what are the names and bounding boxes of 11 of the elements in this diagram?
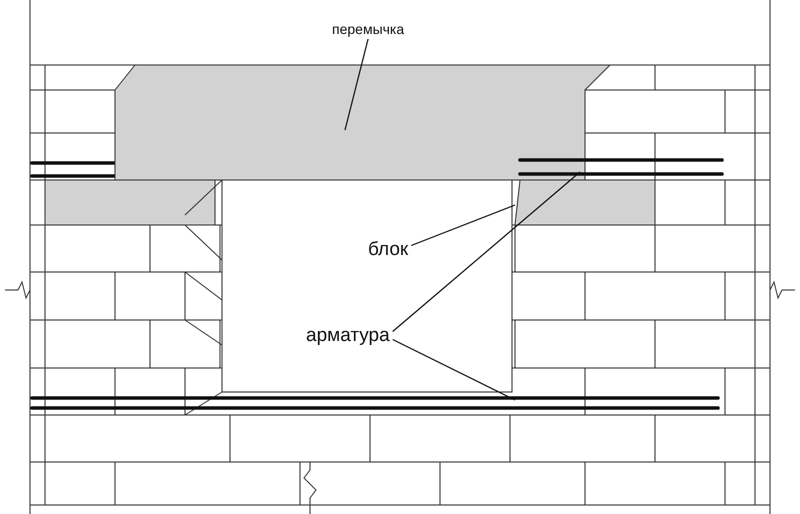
leader-line — [344, 38, 369, 130]
part-label: блок — [368, 240, 408, 259]
part-label: перемычка — [332, 22, 404, 36]
leader-line — [392, 172, 580, 332]
lintel — [114, 64, 612, 180]
leader-line — [392, 338, 516, 401]
rebar — [30, 396, 720, 410]
leader-line — [411, 204, 516, 246]
gas-block — [514, 180, 656, 226]
part-label: арматура — [306, 326, 390, 345]
rebar — [518, 158, 724, 176]
